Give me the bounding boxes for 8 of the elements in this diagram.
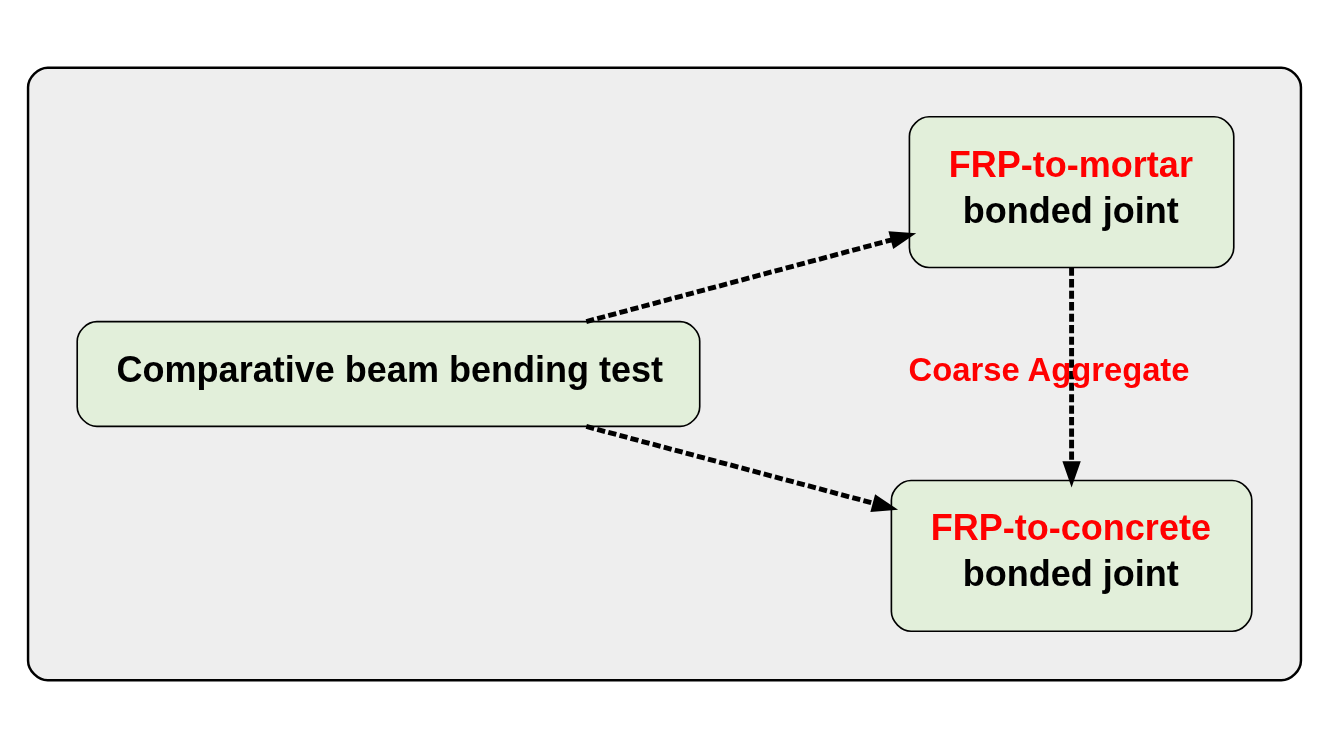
node-box: FRP-to-mortar bonded joint: [908, 115, 1235, 268]
node-box: FRP-to-concrete bonded joint: [890, 479, 1253, 632]
cluster: [26, 65, 1303, 682]
arrow: [585, 230, 917, 324]
edge-label: Coarse Aggregate: [908, 350, 1190, 388]
arrow: [1062, 267, 1081, 487]
node-box: Comparative beam bending test: [76, 320, 701, 427]
arrow: [585, 423, 899, 512]
